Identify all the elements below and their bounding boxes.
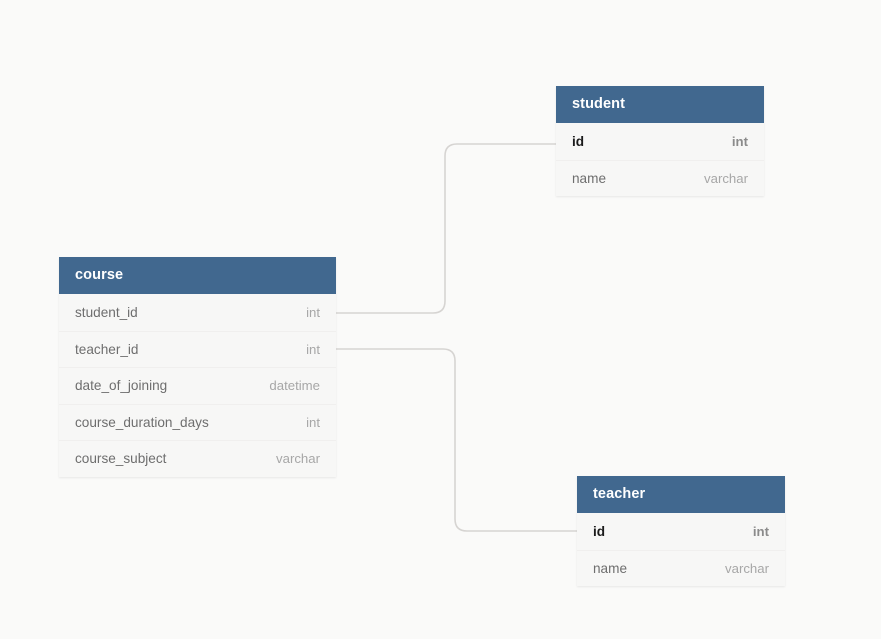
field-name: name [572,170,607,186]
field-type: varchar [704,170,748,186]
field-name: name [593,560,628,576]
field-row[interactable]: name varchar [577,549,785,587]
field-row[interactable]: course_subject varchar [59,440,336,477]
entity-title-student: student [556,86,764,123]
entity-fields-student: id int name varchar [556,123,764,196]
field-type: datetime [269,378,320,394]
field-name: course_subject [75,451,167,467]
field-name: teacher_id [75,341,139,357]
field-row[interactable]: teacher_id int [59,330,336,368]
field-row[interactable]: id int [577,513,785,550]
entity-fields-teacher: id int name varchar [577,513,785,586]
entity-table-teacher[interactable]: teacher id int name varchar [577,476,785,586]
field-type: int [306,414,320,430]
field-name: student_id [75,304,138,320]
field-type: varchar [725,560,769,576]
relationship-course-student [335,143,557,314]
field-name: id [572,133,585,149]
entity-table-course[interactable]: course student_id int teacher_id int dat… [59,257,336,477]
relationship-course-teacher [335,348,579,532]
field-type: varchar [276,451,320,467]
field-row[interactable]: name varchar [556,159,764,197]
entity-table-student[interactable]: student id int name varchar [556,86,764,196]
field-type: int [306,341,320,357]
field-row[interactable]: id int [556,123,764,160]
entity-fields-course: student_id int teacher_id int date_of_jo… [59,294,336,477]
field-type: int [306,304,320,320]
entity-title-teacher: teacher [577,476,785,513]
field-type: int [752,523,769,539]
field-row[interactable]: student_id int [59,294,336,331]
field-row[interactable]: course_duration_days int [59,403,336,441]
field-name: date_of_joining [75,378,168,394]
field-type: int [731,133,748,149]
field-name: id [593,523,606,539]
entity-title-course: course [59,257,336,294]
field-name: course_duration_days [75,414,209,430]
field-row[interactable]: date_of_joining datetime [59,367,336,404]
